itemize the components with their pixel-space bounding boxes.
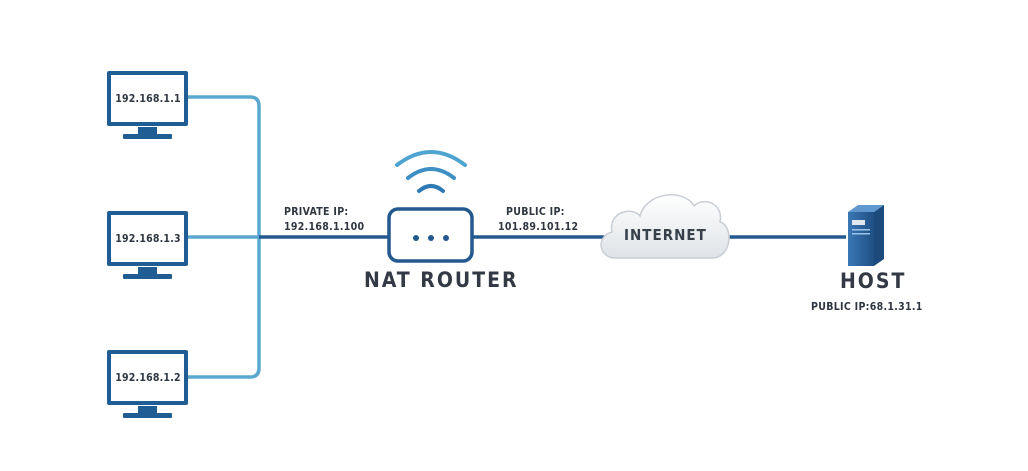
private-ip-value: 192.168.1.100	[284, 221, 365, 233]
router-label: NAT ROUTER	[364, 268, 519, 292]
public-ip-title: PUBLIC IP:	[506, 206, 565, 218]
computer-2	[107, 211, 188, 279]
computer-1-ip: 192.168.1.1	[115, 93, 181, 105]
internet-label: INTERNET	[624, 226, 707, 244]
wifi-icon	[395, 150, 467, 193]
public-ip-value: 101.89.101.12	[498, 221, 579, 233]
cloud-icon	[600, 194, 730, 259]
lan-links	[188, 95, 261, 379]
computer-2-ip: 192.168.1.3	[115, 233, 181, 245]
computer-1	[107, 71, 188, 139]
computer-3	[107, 350, 188, 418]
private-ip-title: PRIVATE IP:	[284, 206, 349, 218]
computer-3-ip: 192.168.1.2	[115, 372, 181, 384]
host-public-ip: PUBLIC IP:68.1.31.1	[811, 301, 923, 313]
server-icon	[848, 205, 884, 266]
router-icon	[387, 207, 474, 263]
host-label: HOST	[840, 269, 907, 293]
